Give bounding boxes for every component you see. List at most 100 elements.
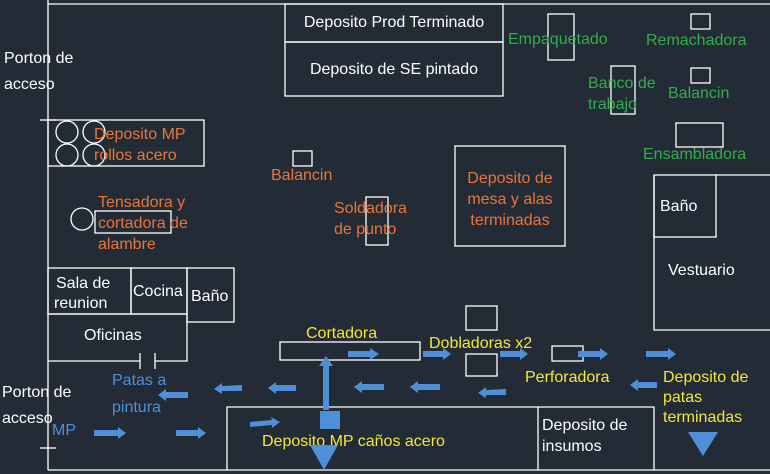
flow-arrow-in-3 (250, 417, 280, 428)
flow-arrow-return-2 (478, 387, 506, 398)
table-storage-line-2: mesa y alas (467, 191, 552, 208)
tube-storage-exit (320, 411, 340, 429)
table-storage-line-1: Deposito de (467, 170, 552, 187)
flow-labels: Patas a pintura MP (52, 372, 166, 439)
coil-2 (82, 120, 106, 144)
offices-label: Oficinas (84, 327, 142, 344)
bathroom-left-label: Baño (191, 288, 228, 305)
raw-material-coils-area: Deposito MP rollos acero (47, 119, 205, 167)
bender-machine-1 (465, 305, 498, 331)
meeting-label-line-1: Sala de (56, 275, 110, 292)
supplies-label-line-2: insumos (542, 438, 602, 455)
tensioner-machine (94, 210, 172, 234)
bathroom-right-label: Baño (660, 198, 697, 215)
tube-storage-box (226, 406, 539, 470)
flow-arrow-return-5 (268, 382, 296, 394)
flow-arrow-benders-out (500, 348, 528, 360)
gate-bottom-line-2: acceso (2, 410, 53, 427)
packaging-table (547, 13, 575, 61)
assembly-zone: Empaquetado Remachadora Banco de trabajo… (508, 13, 747, 163)
raw-material-label: MP (52, 422, 76, 439)
locker-room: Vestuario (653, 174, 770, 331)
flow-arrow-in-1 (94, 427, 126, 439)
bathroom-left-room (186, 267, 235, 323)
to-paint-line-2: pintura (112, 399, 161, 416)
press-left: Balancin (271, 150, 332, 184)
supplies-storage: Deposito de insumos (538, 406, 655, 470)
cutter-label: Cortadora (306, 325, 377, 342)
gate-top: Porton de acceso (4, 50, 73, 93)
packaging-label: Empaquetado (508, 31, 608, 48)
supplies-box (538, 406, 655, 470)
flow-arrow-drill-out (646, 348, 676, 360)
riveter-label: Remachadora (646, 32, 747, 49)
flow-arrow-return-1 (630, 379, 657, 391)
assembly-label: Ensambladora (643, 146, 746, 163)
process-line: Cortadora Dobladoras x2 Perforadora Depo… (279, 305, 748, 426)
coil-4 (82, 143, 106, 167)
tensioner-cutter-area: Tensadora y cortadora de alambre (70, 194, 188, 253)
offices-room (48, 313, 188, 362)
workbench-label-line-1: Banco de (588, 75, 656, 92)
cutter-machine (279, 341, 421, 361)
spot-welder-label-line-2: de punto (334, 221, 396, 238)
to-paint-line-1: Patas a (112, 372, 166, 389)
press-right-machine (690, 67, 711, 84)
flow-arrow-to-drill (578, 348, 608, 360)
table-storage: Deposito de mesa y alas terminadas (454, 145, 566, 247)
legs-storage-line-2: patas (663, 389, 702, 406)
riveter-machine (690, 13, 711, 30)
tensioner-label-line-1: Tensadora y (98, 194, 185, 211)
painted-se-room (284, 41, 504, 97)
workbench (610, 65, 636, 115)
tube-storage-label: Deposito MP caños acero (262, 433, 445, 450)
flow-arrow-return-7 (158, 389, 188, 401)
spot-welder: Soldadora de punto (334, 196, 407, 246)
coil-1 (55, 120, 79, 144)
flow-arrow-up-to-cutter (319, 356, 333, 410)
bender-machine-2 (465, 353, 498, 377)
meeting-label-line-2: reunion (54, 295, 107, 312)
tensioner-label-line-2: cortadora de (98, 215, 188, 232)
press-right-label: Balancin (668, 85, 729, 102)
locker-room-label: Vestuario (668, 262, 735, 279)
gate-bottom: Porton de acceso (2, 384, 71, 427)
kitchen-label: Cocina (133, 283, 183, 300)
spot-welder-machine (365, 196, 389, 246)
gate-top-line-1: Porton de (4, 50, 73, 67)
flow-arrow-down-left (310, 445, 338, 470)
tube-storage: Deposito MP caños acero (226, 406, 539, 470)
coil-3 (55, 143, 79, 167)
benders-label: Dobladoras x2 (429, 335, 532, 352)
table-storage-line-3: terminadas (470, 212, 549, 229)
legs-storage-line-3: terminadas (663, 409, 742, 426)
coils-label-line-2: rollos acero (94, 147, 177, 164)
flow-arrow-in-2 (176, 427, 206, 439)
gate-bottom-line-1: Porton de (2, 384, 71, 401)
bathroom-right: Baño (653, 174, 717, 238)
locker-room-walls (653, 174, 770, 331)
flow-arrow-to-benders (423, 348, 451, 360)
finished-product-storage: Deposito Prod Terminado Deposito de SE p… (284, 3, 504, 97)
supplies-label-line-1: Deposito de (542, 417, 627, 434)
flow-arrow-cutter-out (348, 348, 379, 360)
painted-se-label: Deposito de SE pintado (310, 61, 478, 78)
flow-arrow-down-right (688, 432, 718, 456)
flow-arrow-return-3 (410, 381, 440, 393)
flow-arrow-return-6 (214, 383, 242, 394)
gate-top-line-2: acceso (4, 76, 55, 93)
table-storage-box (454, 145, 566, 247)
tensioner-label-line-3: alambre (98, 236, 156, 253)
drill-label: Perforadora (525, 369, 610, 386)
coils-storage-box (47, 119, 205, 167)
material-flow-arrows (94, 348, 718, 470)
coils-label-line-1: Deposito MP (94, 126, 186, 143)
flow-arrow-return-4 (354, 381, 384, 393)
press-left-machine (292, 150, 313, 167)
assembly-machine (675, 122, 724, 148)
wire-coil (70, 207, 94, 231)
legs-storage-line-1: Deposito de (663, 369, 748, 386)
offices-block: Sala de reunion Cocina Baño Oficinas (47, 267, 235, 369)
spot-welder-label-line-1: Soldadora (334, 200, 407, 217)
